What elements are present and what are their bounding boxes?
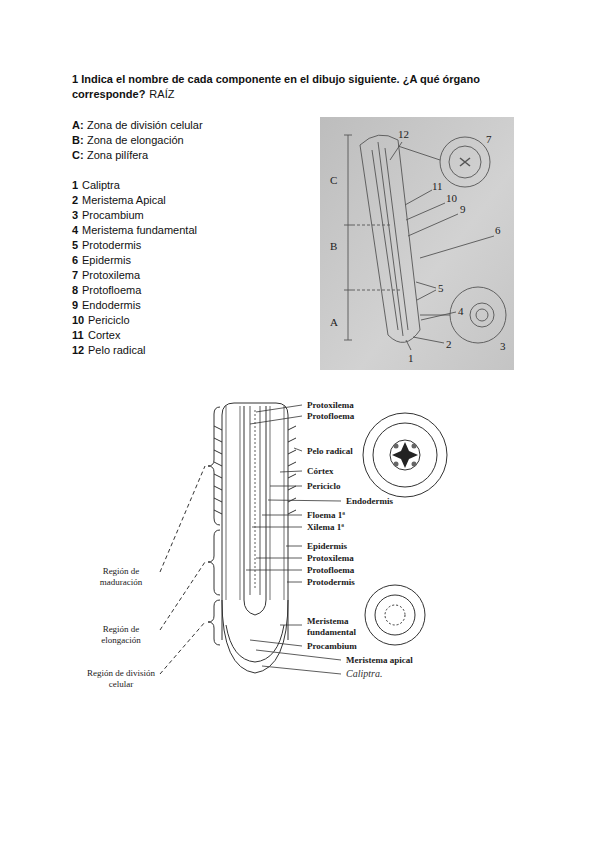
part-label: Caliptra.	[345, 668, 383, 680]
zone-name: Zona de división celular	[87, 118, 203, 132]
part-name: Protofloema	[82, 283, 141, 297]
callout-number: 9	[72, 298, 78, 312]
zone-name: Zona de elongación	[87, 133, 184, 147]
part-label: Meristema fundamental	[306, 616, 360, 638]
part-label: Pelo radical	[306, 446, 354, 457]
part-label: Periciclo	[306, 481, 341, 492]
part-label: Córtex	[306, 466, 335, 477]
part-name: Pelo radical	[88, 343, 145, 357]
callout-number: 7	[72, 268, 78, 282]
part-name: Periciclo	[88, 313, 130, 327]
callout-number: 5	[438, 282, 444, 294]
region-label: Región de elongación	[85, 624, 157, 646]
part-name: Protoxilema	[82, 268, 140, 282]
region-label: Región de división celular	[85, 668, 157, 690]
part-name: Endodermis	[82, 298, 141, 312]
part-label: Floema 1ª	[306, 510, 346, 521]
callout-number: 4	[458, 305, 464, 317]
callout-number: 5	[72, 238, 78, 252]
callout-number: 7	[486, 133, 492, 145]
part-label: Xilema 1ª	[306, 522, 345, 533]
part-label: Protodermis	[306, 577, 356, 588]
callout-number: A	[330, 316, 338, 328]
region-label: Región de maduración	[85, 566, 157, 588]
callout-number: 4	[72, 223, 78, 237]
callout-number: 11	[432, 180, 443, 192]
callout-number: 3	[500, 340, 506, 352]
callout-number: 6	[72, 253, 78, 267]
part-name: Procambium	[82, 208, 144, 222]
part-name: Epidermis	[82, 253, 131, 267]
part-name: Cortex	[88, 328, 120, 342]
part-label: Meristema apical	[345, 655, 414, 666]
callout-number: 2	[72, 193, 78, 207]
callout-number: C	[330, 174, 337, 186]
callout-number: 12	[72, 343, 84, 357]
part-label: Endodermis	[345, 496, 394, 507]
callout-number: 1	[72, 178, 78, 192]
callout-number: 12	[398, 128, 409, 140]
callout-number: 10	[446, 192, 457, 204]
zone-letter: C:	[72, 148, 84, 162]
callout-number: 9	[460, 203, 466, 215]
callout-number: 2	[446, 338, 452, 350]
part-name: Protodermis	[82, 238, 141, 252]
callout-number: 6	[495, 224, 501, 236]
part-name: Caliptra	[82, 178, 120, 192]
part-label: Protofloema	[306, 411, 355, 422]
callout-number: 10	[72, 313, 84, 327]
part-label: Protofloema	[306, 565, 355, 576]
part-name: Meristema Apical	[82, 193, 166, 207]
part-label: Epidermis	[306, 541, 348, 552]
callout-number: B	[330, 240, 337, 252]
callout-number: 11	[72, 328, 84, 342]
part-label: Protoxilema	[306, 553, 355, 564]
part-name: Meristema fundamental	[82, 223, 197, 237]
callout-number: 1	[408, 352, 414, 364]
answer-text: RAÍZ	[149, 88, 174, 100]
question-block: 1 Indica el nombre de cada componente en…	[72, 72, 534, 102]
part-label: Protoxilema	[306, 400, 355, 411]
zone-letter: B:	[72, 133, 84, 147]
heading: 1 Indica el nombre de cada componente en…	[72, 73, 480, 100]
zone-letter: A:	[72, 118, 84, 132]
zone-name: Zona pilífera	[87, 148, 148, 162]
callout-number: 8	[72, 283, 78, 297]
part-label: Procambium	[306, 641, 358, 652]
callout-number: 3	[72, 208, 78, 222]
